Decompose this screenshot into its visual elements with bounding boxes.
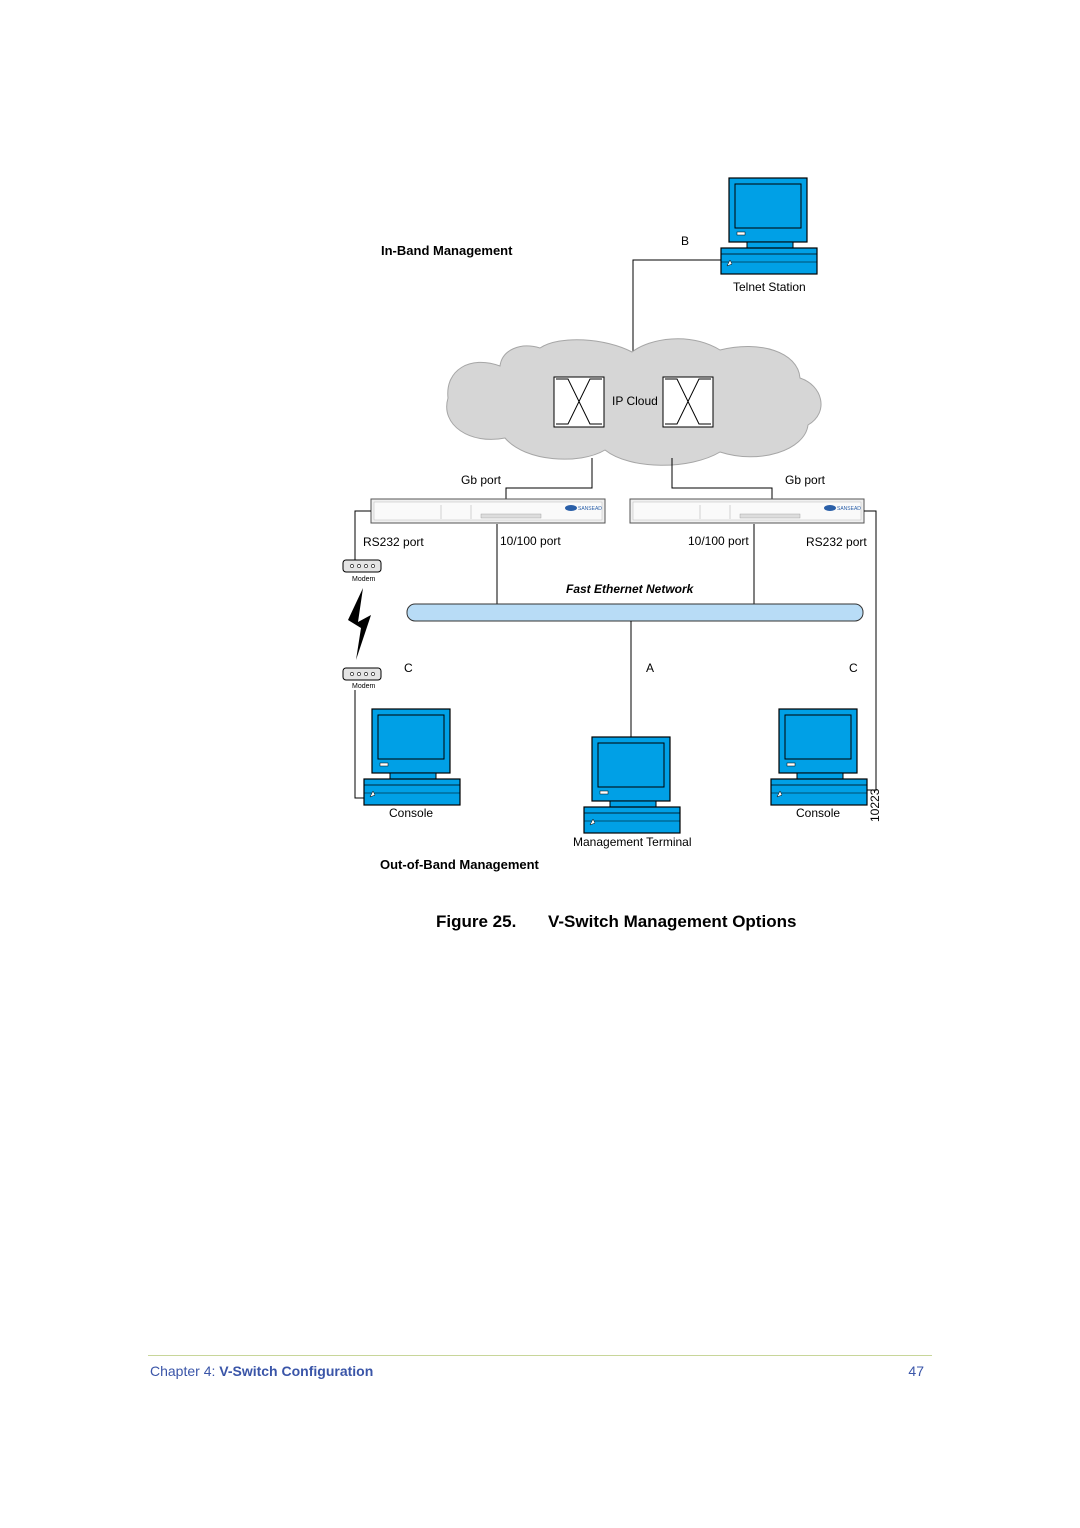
fast-ethernet-label: Fast Ethernet Network [566, 582, 695, 596]
management-terminal-icon [583, 736, 681, 834]
footer-rule [148, 1355, 932, 1356]
network-diagram: SANSEAD B In-Band Management Telnet Stat… [342, 177, 882, 872]
modem-console-link [354, 690, 365, 799]
rs232-left-label: RS232 port [363, 535, 424, 549]
modem-top-label: Modem [352, 576, 376, 583]
rs232-right-label: RS232 port [806, 535, 867, 549]
point-c-left-label: C [404, 661, 413, 675]
footer-chapter-title: V-Switch Configuration [219, 1363, 374, 1379]
gb-port-right-label: Gb port [785, 473, 826, 487]
wireless-link-icon [348, 588, 371, 660]
figure-title: V-Switch Management Options [548, 912, 797, 931]
point-b-label: B [681, 234, 689, 248]
point-a-label: A [646, 661, 654, 675]
telnet-station-icon [720, 177, 818, 275]
router-left-icon [553, 376, 605, 428]
port-10-100-right-label: 10/100 port [688, 534, 749, 548]
console-left-icon [363, 708, 461, 806]
router-right-icon [662, 376, 714, 428]
console-left-label: Console [389, 806, 433, 820]
rs232-right-link [864, 510, 877, 791]
v-switch-left [370, 498, 606, 524]
port-10-100-left-label: 10/100 port [500, 534, 561, 548]
console-right-label: Console [796, 806, 840, 820]
console-right-icon [770, 708, 868, 806]
rs232-left-link [354, 510, 371, 560]
v-switch-right [629, 498, 865, 524]
ip-cloud [446, 338, 822, 466]
out-of-band-label: Out-of-Band Management [380, 857, 540, 872]
footer-chapter-number: Chapter 4: [150, 1363, 216, 1379]
management-terminal-label: Management Terminal [573, 835, 692, 849]
gb-port-left-label: Gb port [461, 473, 502, 487]
figure-number: Figure 25. [436, 912, 517, 931]
footer-chapter: Chapter 4: V-Switch Configuration [150, 1363, 373, 1379]
page-number: 47 [908, 1363, 924, 1379]
fast-ethernet-bus [406, 603, 864, 622]
point-c-right-label: C [849, 661, 858, 675]
telnet-link [632, 259, 721, 354]
modem-bottom-icon [342, 667, 382, 681]
ip-cloud-label: IP Cloud [612, 394, 658, 408]
figure-caption: Figure 25. V-Switch Management Options [436, 912, 796, 932]
in-band-label: In-Band Management [381, 243, 513, 258]
modem-top-icon [342, 559, 382, 573]
telnet-station-label: Telnet Station [733, 280, 806, 294]
modem-bottom-label: Modem [352, 683, 376, 690]
figure-id-label: 10223 [868, 788, 882, 822]
